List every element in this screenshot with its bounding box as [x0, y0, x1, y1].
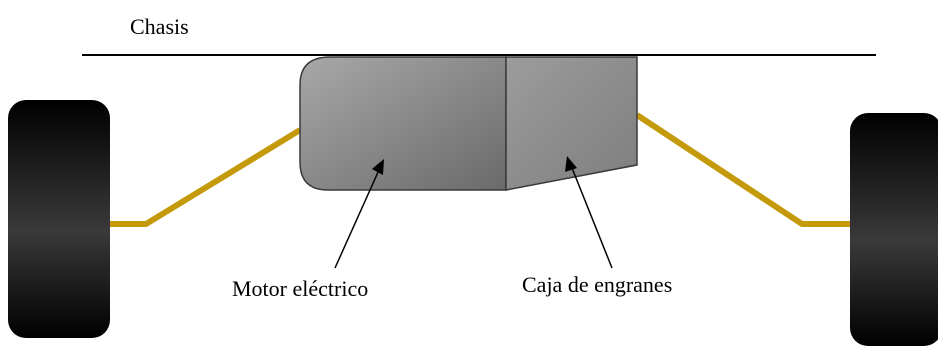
right-axle [635, 112, 852, 227]
electric-motor [299, 56, 507, 191]
motor-label: Motor eléctrico [232, 276, 368, 301]
gearbox-label: Caja de engranes [522, 272, 672, 297]
left-axle [108, 127, 302, 227]
right-wheel [850, 113, 938, 346]
gearbox-pointer-arrow [565, 156, 613, 269]
chassis-label: Chasis [130, 14, 189, 39]
left-wheel [8, 100, 110, 338]
gearbox [505, 56, 638, 191]
motor-pointer-arrow [334, 159, 384, 269]
